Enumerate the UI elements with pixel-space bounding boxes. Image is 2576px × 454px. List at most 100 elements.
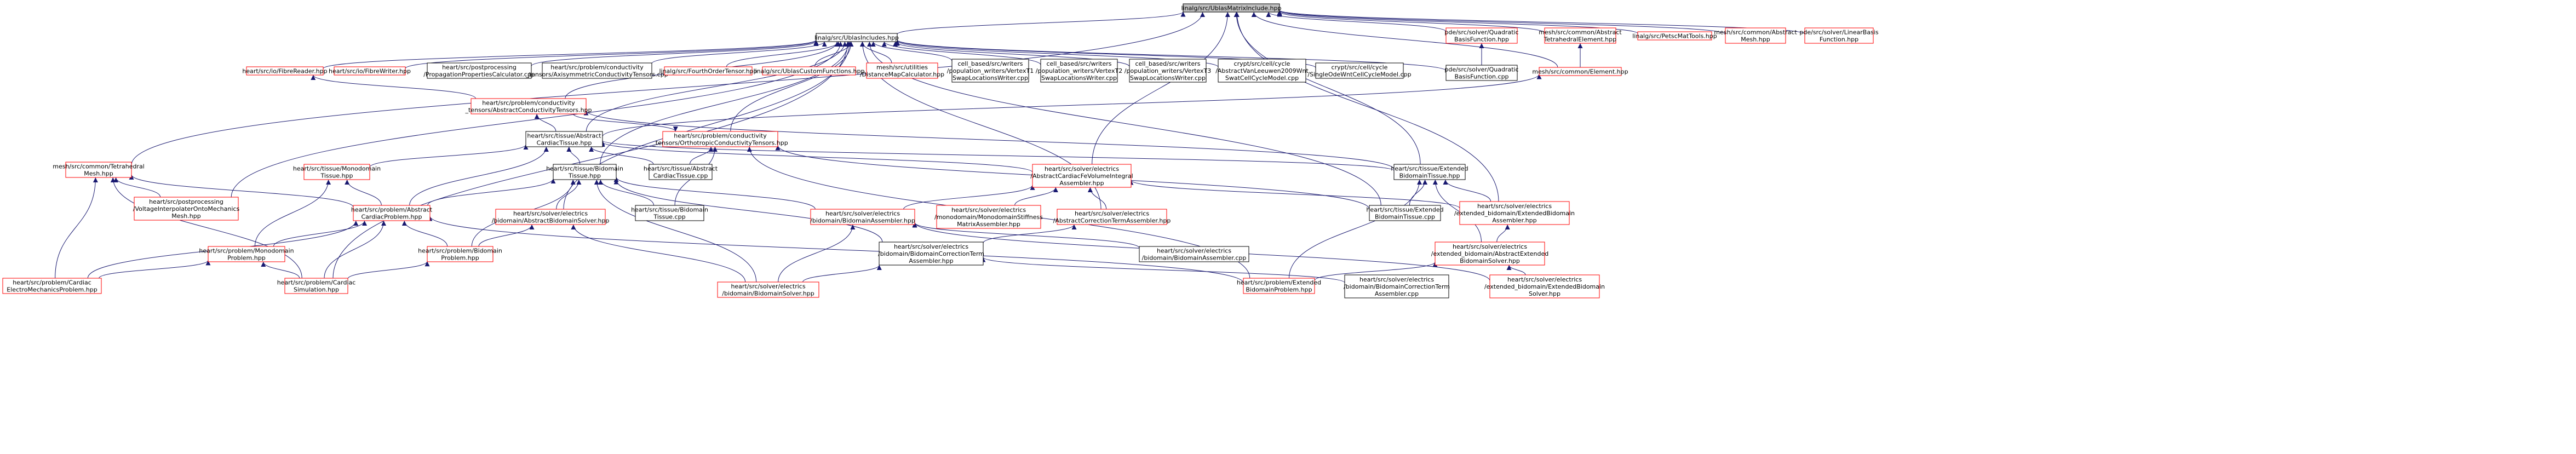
node-label: mesh/src/common/Tetrahedral [53,163,145,170]
node-label: CardiacProblem.hpp [362,214,422,221]
node-label: ElectroMechanicsProblem.hpp [7,286,97,294]
node-label: /AbstractVanLeeuwen2009Wnt [1215,67,1309,74]
graph-node[interactable]: linalg/src/UblasCustomFunctions.hpp [754,66,865,76]
graph-node[interactable]: heart/src/solver/electrics/bidomain/Bido… [1139,246,1249,262]
node-label: heart/src/io/FibreReader.hpp [242,68,327,75]
graph-node[interactable]: pde/src/solver/QuadraticBasisFunction.hp… [1444,27,1519,44]
graph-node[interactable]: heart/src/problem/AbstractCardiacProblem… [351,205,433,221]
node-box [1183,3,1280,13]
graph-node[interactable]: mesh/src/common/AbstractTetrahedralEleme… [1539,27,1622,44]
graph-node[interactable]: mesh/src/utilities/DistanceMapCalculator… [860,62,944,79]
root-node: linalg/src/UblasMatrixInclude.hpp [1181,3,1282,13]
edge-n_bitissue-to-n_ublas [600,41,851,165]
graph-node[interactable]: heart/src/problem/BidomainProblem.hpp [418,246,502,262]
node-label: heart/src/problem/Extended [1237,279,1321,286]
node-label: heart/src/problem/Abstract [351,206,433,214]
edge-n_cardiacsim-to-n_monoprob [261,261,300,279]
graph-node[interactable]: heart/src/tissue/BidomainTissue.hpp [546,164,623,180]
edge-n_abstet-to-root [1277,12,1545,33]
node-box [208,246,285,262]
edge-n_element-to-root [1251,12,1558,68]
graph-node[interactable]: linalg/src/PetscMatTools.hpp [1632,31,1717,41]
edge-n_cardiacsim-to-n_tetmesh [110,177,302,279]
node-box [1544,27,1616,44]
graph-node[interactable]: heart/src/solver/electrics/monodomain/Mo… [934,205,1043,229]
node-box [717,281,819,298]
graph-node[interactable]: crypt/src/cell/cycle/AbstractVanLeeuwen2… [1215,59,1309,83]
graph-node[interactable]: heart/src/tissue/AbstractCardiacTissue.h… [525,131,603,147]
graph-node[interactable]: heart/src/tissue/ExtendedBidomainTissue.… [1391,164,1468,180]
graph-node[interactable]: linalg/src/FourthOrderTensor.hpp [659,66,758,76]
edge-n_absprob-to-n_tetmesh [129,174,354,208]
node-label: heart/src/solver/electrics [1075,210,1149,217]
node-label: /monodomain/MonodomainStiffness [934,214,1043,221]
graph-node[interactable]: heart/src/solver/electrics/bidomain/Bido… [1344,274,1450,298]
node-label: MatrixAssembler.hpp [957,221,1020,228]
graph-node[interactable]: heart/src/solver/electrics/extended_bido… [1484,274,1605,298]
graph-node[interactable]: linalg/src/UblasIncludes.hpp [814,33,899,42]
node-box [1243,278,1315,294]
graph-node[interactable]: heart/src/solver/electrics/bidomain/Abst… [492,209,610,225]
graph-node[interactable]: pde/src/solver/QuadraticBasisFunction.cp… [1444,65,1519,81]
graph-node[interactable]: heart/src/tissue/BidomainTissue.cpp [631,205,708,221]
node-label: heart/src/solver/electrics [1359,276,1434,283]
node-label: mesh/src/common/Abstract [1714,29,1797,36]
node-label: heart/src/postprocessing [442,64,517,71]
node-label: /bidomain/BidomainCorrectionTerm [1344,283,1450,290]
graph-node[interactable]: heart/src/postprocessing/VoltageInterpol… [133,197,240,221]
graph-node[interactable]: heart/src/problem/conductivity_tensors/A… [525,62,668,79]
edge-n_propcalc-to-n_ublas [531,41,819,67]
graph-node[interactable]: heart/src/solver/electrics/extended_bido… [1454,201,1575,225]
graph-node[interactable]: heart/src/problem/CardiacElectroMechanic… [2,278,102,294]
graph-node[interactable]: heart/src/solver/electrics/bidomain/Bido… [810,209,915,225]
edge-n_absextsolver-to-n_exttissue [1432,179,1482,243]
edge-n_pdequad-to-root [1266,12,1447,32]
node-label: SwatCellCycleModel.cpp [1225,74,1299,82]
graph-node[interactable]: heart/src/solver/electrics/AbstractCorre… [1053,209,1171,225]
edge-n_abscardiac-to-n_ublas [586,41,847,132]
graph-node[interactable]: heart/src/problem/conductivity_tensors/A… [464,98,592,114]
node-label: heart/src/solver/electrics [513,210,588,217]
node-label: heart/src/tissue/Bidomain [546,165,623,173]
graph-node[interactable]: crypt/src/cell/cycle/SingleOdeWntCellCyc… [1307,62,1412,79]
graph-node[interactable]: heart/src/io/FibreWriter.hpp [329,66,411,76]
node-label: _tensors/AxisymmetricConductivityTensors… [525,71,668,78]
graph-node[interactable]: heart/src/solver/electrics/extended_bido… [1431,242,1548,266]
node-label: crypt/src/cell/cycle [1332,64,1388,71]
node-label: linalg/src/FourthOrderTensor.hpp [659,68,757,75]
edge-n_monoprob-to-n_monotissue [254,179,331,247]
graph-node[interactable]: heart/src/problem/ExtendedBidomainProble… [1237,278,1321,294]
edge-n_biasmcpp-to-n_biasm [912,222,1140,249]
node-label: heart/src/tissue/Abstract [527,133,601,140]
graph-node[interactable]: heart/src/solver/electrics/bidomain/Bido… [717,281,819,298]
graph-node[interactable]: heart/src/tissue/ExtendedBidomainTissue.… [1366,205,1444,221]
node-label: _tensors/AbstractConductivityTensors.hpp [464,107,592,114]
graph-node[interactable]: heart/src/problem/conductivity_tensors/O… [652,131,788,147]
graph-node[interactable]: cell_based/src/writers/population_writer… [1036,59,1122,83]
edge-n_bisolver-to-n_biasm [778,224,856,283]
node-label: Simulation.hpp [294,286,339,294]
node-label: mesh/src/common/Abstract [1539,29,1622,36]
graph-node[interactable]: mesh/src/common/Element.hpp [1532,67,1628,76]
node-label: heart/src/tissue/Extended [1366,206,1443,214]
node-label: /VoltageInterpolaterOntoMechanics [133,205,240,212]
node-box [1393,164,1466,180]
node-box [816,33,898,42]
graph-node[interactable]: heart/src/tissue/AbstractCardiacTissue.c… [644,164,718,180]
graph-node[interactable]: heart/src/io/FibreReader.hpp [242,66,328,76]
node-box [649,164,713,180]
graph-node[interactable]: heart/src/solver/electrics/AbstractCardi… [1030,164,1133,188]
graph-node[interactable]: heart/src/postprocessing/PropagationProp… [423,62,535,79]
edge-n_petsc-to-root [1277,10,1638,34]
graph-node[interactable]: heart/src/solver/electrics/bidomain/Bido… [878,242,984,266]
graph-node[interactable]: cell_based/src/writers/population_writer… [947,59,1034,83]
graph-node[interactable]: cell_based/src/writers/population_writer… [1125,59,1211,83]
node-label: heart/src/problem/Monodomain [199,248,294,255]
